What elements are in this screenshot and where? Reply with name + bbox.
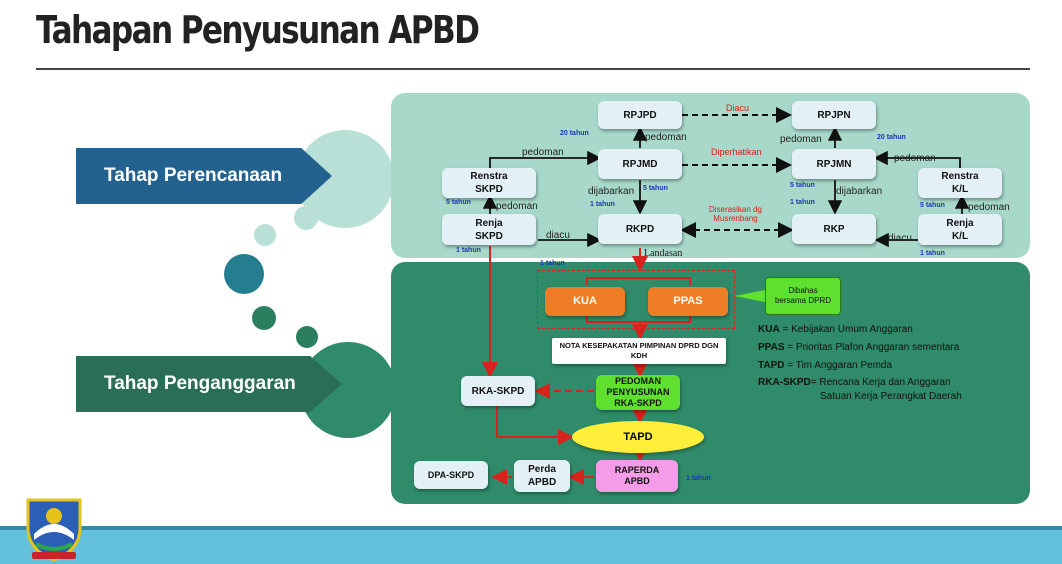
label-pedoman-renstra: pedoman [522, 147, 564, 158]
legend-abbr: RKA-SKPD [758, 377, 811, 388]
box-kua: KUA [545, 287, 625, 316]
label-1-tahun-rkp: 1 tahun [790, 199, 815, 206]
box-rpjmd: RPJMD [598, 149, 682, 179]
box-dpa-skpd: DPA-SKPD [414, 461, 488, 489]
label-1-tahun-rkpd: 1 tahun [590, 201, 615, 208]
deco-circle-6 [296, 326, 318, 348]
note-dibahas: Dibahas bersama DPRD [765, 277, 841, 315]
legend-kua: KUA = Kebijakan Umum Anggaran [758, 324, 913, 335]
box-renja-kl: Renja K/L [918, 214, 1002, 245]
deco-circle-3 [254, 224, 276, 246]
box-raperda-apbd: RAPERDA APBD [596, 460, 678, 492]
page-title: Tahapan Penyusunan APBD [36, 8, 480, 52]
legend-ppas: PPAS = Prioritas Plafon Anggaran sementa… [758, 342, 959, 353]
box-perda-apbd: Perda APBD [514, 460, 570, 492]
legend-abbr: PPAS [758, 342, 785, 353]
legend-abbr: TAPD [758, 360, 785, 371]
label-1-tahun-kua: 1 tahun [540, 260, 565, 267]
box-rpjmn: RPJMN [792, 149, 876, 179]
label-diperhatikan: Diperhatikan [711, 147, 762, 157]
legend-text: = Kebijakan Umum Anggaran [779, 324, 913, 335]
label-dijabarkan-left: dijabarkan [588, 186, 635, 197]
label-diserasikan: Diserasikan dg Musrenbang [709, 205, 762, 223]
box-tapd: TAPD [572, 421, 704, 453]
box-renja-skpd: Renja SKPD [442, 214, 536, 245]
stage-penganggaran-label: Tahap Penganggaran [104, 373, 296, 394]
label-pedoman-renja: pedoman [496, 201, 538, 212]
box-rkp: RKP [792, 214, 876, 244]
label-diacu-left: diacu [546, 230, 570, 241]
box-rpjpn: RPJPN [792, 101, 876, 129]
legend-text: = Rencana Kerja dan Anggaran [810, 377, 951, 388]
label-1-tahun-renja-kl: 1 tahun [920, 250, 945, 257]
box-pedoman-penyusunan: PEDOMAN PENYUSUNAN RKA-SKPD [596, 375, 680, 410]
label-20-tahun-left: 20 tahun [560, 130, 589, 137]
label-5-tahun-rpjmn: 5 tahun [790, 182, 815, 189]
label-20-tahun-right: 20 tahun [877, 134, 906, 141]
deco-circle-5 [252, 306, 276, 330]
legend-rka-skpd-cont: Satuan Kerja Perangkat Daerah [820, 391, 962, 402]
deco-circle-4 [224, 254, 264, 294]
label-5-tahun-rpjmd: 5 tahun [643, 185, 668, 192]
label-pedoman-rpjmn: pedoman [894, 153, 936, 164]
deco-circle-2 [294, 206, 318, 230]
regional-emblem-icon [26, 498, 82, 562]
box-ppas: PPAS [648, 287, 728, 316]
label-1-tahun-raperda: 1 tahun [686, 475, 711, 482]
label-dijabarkan-right: dijabarkan [836, 186, 883, 197]
legend-text: Satuan Kerja Perangkat Daerah [820, 391, 962, 402]
legend-text: = Tim Anggaran Pemda [784, 360, 893, 371]
legend-tapd: TAPD = Tim Anggaran Pemda [758, 360, 892, 371]
label-pedoman-rpjpd: pedoman [645, 132, 687, 143]
note-dibahas-text: Dibahas bersama DPRD [774, 286, 831, 305]
box-rkpd: RKPD [598, 214, 682, 244]
label-diacu-right: diacu [888, 233, 912, 244]
kua-ppas-frame [537, 270, 735, 329]
label-pedoman-rpjpn: pedoman [780, 134, 822, 145]
box-nota-kesepakatan: NOTA KESEPAKATAN PIMPINAN DPRD DGN KDH [552, 338, 726, 364]
legend-abbr: KUA [758, 324, 780, 335]
footer-band [0, 530, 1062, 564]
label-5-tahun-renstra: 5 tahun [446, 199, 471, 206]
label-1-tahun-renja: 1 tahun [456, 247, 481, 254]
label-diacu: Diacu [726, 103, 750, 113]
stage-perencanaan: Tahap Perencanaan [76, 148, 332, 204]
stage-perencanaan-label: Tahap Perencanaan [104, 165, 283, 186]
label-pedoman-renja-kl: pedoman [968, 202, 1010, 213]
legend-rka-skpd: RKA-SKPD= Rencana Kerja dan Anggaran [758, 377, 951, 388]
legend-text: = Prioritas Plafon Anggaran sementara [784, 342, 960, 353]
box-rpjpd: RPJPD [598, 101, 682, 129]
stage-penganggaran: Tahap Penganggaran [76, 356, 342, 412]
label-landasan: Landasan [644, 248, 683, 259]
box-renstra-skpd: Renstra SKPD [442, 168, 536, 198]
label-5-tahun-renstra-kl: 5 tahun [920, 202, 945, 209]
box-rka-skpd: RKA-SKPD [461, 376, 535, 406]
box-renstra-kl: Renstra K/L [918, 168, 1002, 198]
title-divider [36, 68, 1030, 70]
footer-divider [0, 526, 1062, 530]
